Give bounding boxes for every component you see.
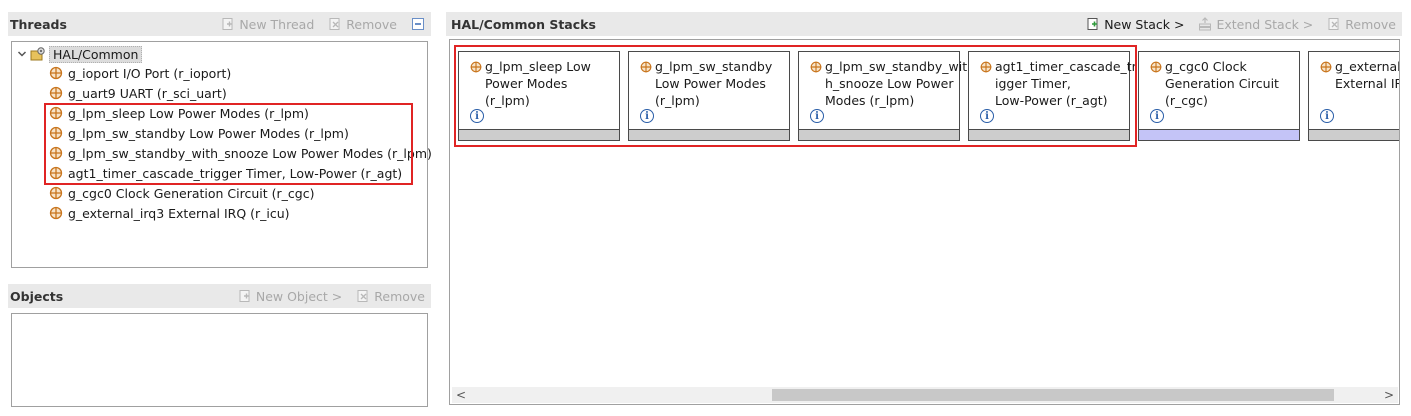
new-stack-button[interactable]: New Stack > (1086, 17, 1184, 32)
new-object-button[interactable]: New Object > (238, 289, 342, 304)
hal-folder-icon (30, 47, 45, 61)
tree-item[interactable]: g_uart9 UART (r_sci_uart) (48, 84, 227, 102)
tree-item[interactable]: g_external_irq3 External IRQ (r_icu) (48, 204, 290, 222)
remove-thread-button[interactable]: Remove (328, 17, 397, 32)
stack-card[interactable]: g_cgc0 Clock Generation Circuit (r_cgc) … (1138, 51, 1300, 141)
stack-module-icon (1150, 61, 1162, 73)
info-icon[interactable]: i (470, 109, 484, 123)
new-stack-icon (1086, 17, 1100, 31)
extend-stack-icon (1198, 17, 1212, 31)
scroll-left-arrow[interactable]: < (455, 388, 467, 402)
stacks-title: HAL/Common Stacks (451, 16, 596, 32)
collapse-all-icon[interactable] (411, 17, 425, 31)
tree-item-label: g_ioport I/O Port (r_ioport) (68, 65, 232, 81)
stack-card[interactable]: g_external_ External IR i (1308, 51, 1399, 141)
remove-stack-label: Remove (1345, 16, 1396, 32)
stack-module-icon (49, 86, 63, 100)
stack-module-icon (49, 186, 63, 200)
remove-icon (356, 289, 370, 303)
tree-item[interactable]: g_lpm_sw_standby_with_snooze Low Power M… (48, 144, 432, 162)
stack-module-icon (49, 206, 63, 220)
stack-module-icon (49, 146, 63, 160)
tree-item-label: g_uart9 UART (r_sci_uart) (68, 85, 227, 101)
stack-module-icon (49, 106, 63, 120)
stack-module-icon (49, 166, 63, 180)
stack-card[interactable]: g_lpm_sw_standby Low Power Modes (r_lpm)… (628, 51, 790, 141)
stack-card-bar (1309, 129, 1399, 140)
tree-item[interactable]: agt1_timer_cascade_trigger Timer, Low-Po… (48, 164, 402, 182)
stack-card[interactable]: g_lpm_sw_standby_wit h_snooze Low Power … (798, 51, 968, 141)
stack-module-icon (810, 61, 822, 73)
chevron-down-icon[interactable] (16, 48, 28, 60)
extend-stack-button[interactable]: Extend Stack > (1198, 17, 1313, 32)
tree-item-label: agt1_timer_cascade_trigger Timer, Low-Po… (68, 165, 403, 181)
stack-card-title: g_external_ External IR (1335, 59, 1399, 91)
scroll-right-arrow[interactable]: > (1383, 388, 1395, 402)
threads-tree (11, 41, 428, 268)
new-thread-icon (221, 17, 235, 31)
tree-item-label: g_lpm_sleep Low Power Modes (r_lpm) (68, 105, 309, 121)
stack-module-icon (980, 61, 992, 73)
info-icon[interactable]: i (1320, 109, 1334, 123)
new-object-label: New Object > (255, 288, 343, 304)
stack-card[interactable]: agt1_timer_cascade_tr igger Timer, Low-P… (968, 51, 1137, 141)
stack-card-title: g_lpm_sw_standby_wit h_snooze Low Power … (825, 59, 968, 108)
tree-item[interactable]: g_lpm_sleep Low Power Modes (r_lpm) (48, 104, 309, 122)
stack-module-icon (470, 61, 482, 73)
new-object-icon (238, 289, 252, 303)
tree-item[interactable]: g_ioport I/O Port (r_ioport) (48, 64, 231, 82)
info-icon[interactable]: i (980, 109, 994, 123)
tree-root-label: HAL/Common (49, 45, 143, 63)
stack-card[interactable]: g_lpm_sleep Low Power Modes (r_lpm) i (458, 51, 620, 141)
objects-header: Objects New Object > Remove (8, 284, 431, 308)
tree-item-label: g_lpm_sw_standby Low Power Modes (r_lpm) (68, 125, 349, 141)
remove-object-button[interactable]: Remove (356, 289, 425, 304)
remove-object-label: Remove (374, 288, 425, 304)
stack-card-bar (629, 129, 789, 140)
new-thread-button[interactable]: New Thread (221, 17, 314, 32)
tree-item[interactable]: g_cgc0 Clock Generation Circuit (r_cgc) (48, 184, 314, 202)
tree-item-label: g_lpm_sw_standby_with_snooze Low Power M… (68, 145, 432, 161)
objects-list (11, 313, 428, 407)
new-thread-label: New Thread (239, 16, 315, 32)
stack-module-icon (640, 61, 652, 73)
stack-card-title: g_cgc0 Clock Generation Circuit (r_cgc) (1165, 59, 1279, 108)
stack-card-bar (459, 129, 619, 140)
info-icon[interactable]: i (1150, 109, 1164, 123)
horizontal-scrollbar[interactable]: < > (452, 387, 1398, 403)
stack-card-title: g_lpm_sleep Low Power Modes (r_lpm) (485, 59, 591, 108)
stack-card-bar (969, 129, 1129, 140)
remove-thread-label: Remove (346, 16, 397, 32)
stack-card-title: agt1_timer_cascade_tr igger Timer, Low-P… (995, 59, 1137, 108)
tree-root-hal-common[interactable]: HAL/Common (16, 45, 143, 63)
info-icon[interactable]: i (640, 109, 654, 123)
remove-icon (328, 17, 342, 31)
stack-module-icon (1320, 61, 1332, 73)
stack-card-bar (799, 129, 959, 140)
threads-title: Threads (10, 16, 67, 32)
threads-header: Threads New Thread Remove (8, 12, 431, 36)
remove-icon (1327, 17, 1341, 31)
stacks-header: HAL/Common Stacks New Stack > Extend Sta… (446, 12, 1402, 36)
scrollbar-thumb[interactable] (772, 389, 1334, 401)
stack-card-title: g_lpm_sw_standby Low Power Modes (r_lpm) (655, 59, 773, 108)
info-icon[interactable]: i (810, 109, 824, 123)
objects-title: Objects (10, 288, 64, 304)
extend-stack-label: Extend Stack > (1216, 16, 1314, 32)
stack-module-icon (49, 126, 63, 140)
tree-item-label: g_cgc0 Clock Generation Circuit (r_cgc) (68, 185, 315, 201)
tree-item-label: g_external_irq3 External IRQ (r_icu) (68, 205, 290, 221)
remove-stack-button[interactable]: Remove (1327, 17, 1396, 32)
new-stack-label: New Stack > (1104, 16, 1185, 32)
stack-module-icon (49, 66, 63, 80)
stack-card-bar (1139, 129, 1299, 140)
tree-item[interactable]: g_lpm_sw_standby Low Power Modes (r_lpm) (48, 124, 349, 142)
